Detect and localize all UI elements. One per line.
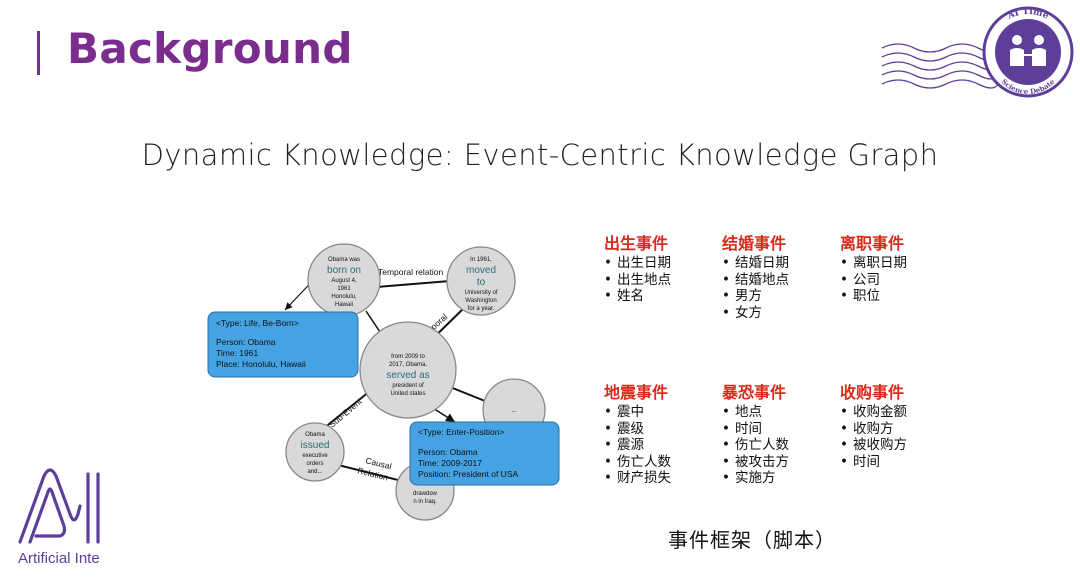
- event-frame-slot: 震级: [604, 421, 671, 438]
- logo-wave-lines: [881, 43, 999, 89]
- ai-logo-mark: [18, 468, 100, 544]
- event-frame-title: 结婚事件: [722, 234, 787, 253]
- svg-text:AI Time: AI Time: [1005, 7, 1050, 22]
- node-issued-line4: orders: [306, 461, 323, 467]
- event-frame-slot: 实施方: [722, 470, 789, 487]
- edge-issued-drawdown: [329, 462, 411, 484]
- event-frame-slot: 伤亡人数: [604, 454, 671, 471]
- event-knowledge-graph: Temporal relation Temporal Sub-Event Cau…: [207, 243, 560, 521]
- node-served-line2: 2017, Obama,: [389, 362, 427, 368]
- box-enter-position: <Type: Enter-Position> Person: Obama Tim…: [409, 421, 560, 486]
- node-issued-line5: and...: [307, 469, 322, 475]
- edge-label-sub-event: Sub-Event: [327, 396, 364, 430]
- event-frame-slot: 被攻击方: [722, 454, 789, 471]
- node-born-line1: Obama was: [328, 257, 360, 263]
- event-frame-title: 暴恐事件: [722, 383, 787, 402]
- box-enter-position-position: Position: President of USA: [418, 469, 518, 479]
- node-served-line4: president of: [392, 383, 424, 389]
- node-moved-line1: In 1961,: [470, 257, 492, 263]
- event-frame-slot: 伤亡人数: [722, 437, 789, 454]
- box-life-born-person: Person: Obama: [216, 337, 276, 347]
- event-frame-acquisition: 收购事件 收购金额 收购方 被收购方 时间: [840, 379, 907, 470]
- event-frame-slot: 地点: [722, 404, 789, 421]
- event-frame-slot: 结婚地点: [722, 272, 789, 289]
- node-born-line5: Honolulu,: [331, 294, 357, 300]
- event-frame-marriage: 结婚事件 结婚日期 结婚地点 男方 女方: [722, 230, 789, 321]
- event-frame-caption: 事件框架（脚本）: [668, 528, 836, 552]
- node-issued-line2: issued: [301, 440, 330, 451]
- node-issued-line3: executive: [302, 453, 328, 459]
- event-frame-slot: 出生地点: [604, 272, 671, 289]
- artificial-intelligence-logo: Artificial Inte: [14, 462, 114, 578]
- event-frame-slot: 时间: [840, 454, 907, 471]
- node-born-line6: Hawaii: [335, 302, 353, 308]
- box-enter-position-time: Time: 2009-2017: [418, 458, 482, 468]
- node-moved-line2: moved: [466, 265, 496, 276]
- event-frame-slot: 离职日期: [840, 255, 907, 272]
- node-moved-line5: Washington: [465, 298, 496, 304]
- box-life-born: <Type: Life, Be-Born> Person: Obama Time…: [207, 311, 359, 378]
- event-frame-slot: 收购金额: [840, 404, 907, 421]
- event-frame-slot: 被收购方: [840, 437, 907, 454]
- title-accent-bar: [37, 31, 40, 75]
- event-frame-slot: 女方: [722, 305, 789, 322]
- node-moved: [446, 246, 516, 316]
- logo-inner-ring: [995, 19, 1061, 85]
- box-life-born-type: <Type: Life, Be-Born>: [216, 318, 299, 328]
- event-frame-slot: 财产损失: [604, 470, 671, 487]
- node-born-line2: born on: [327, 265, 361, 276]
- event-frame-slot: 时间: [722, 421, 789, 438]
- event-frame-slot: 男方: [722, 288, 789, 305]
- node-drawdown-line2: n in Iraq.: [413, 499, 437, 505]
- event-frame-title: 离职事件: [840, 234, 905, 253]
- slide-subtitle: Dynamic Knowledge: Event-Centric Knowled…: [141, 138, 939, 172]
- node-moved-line6: for a year.: [468, 306, 495, 312]
- node-served: [359, 321, 457, 419]
- event-frame-slot: 职位: [840, 288, 907, 305]
- node-served-line3: served as: [386, 370, 429, 381]
- event-frame-slot: 结婚日期: [722, 255, 789, 272]
- edge-born-moved: [376, 280, 451, 288]
- node-issued: [285, 422, 345, 482]
- event-frame-slot: 姓名: [604, 288, 671, 305]
- event-frame-title: 地震事件: [604, 383, 669, 402]
- node-moved-line3: to: [477, 277, 486, 288]
- box-life-born-time: Time: 1961: [216, 348, 258, 358]
- event-frame-birth: 出生事件 出生日期 出生地点 姓名: [604, 230, 671, 305]
- node-drawdown-line1: drawdow: [413, 491, 438, 497]
- slide-title: Background: [67, 24, 353, 73]
- event-frame-terror: 暴恐事件 地点 时间 伤亡人数 被攻击方 实施方: [722, 379, 789, 487]
- edge-label-temporal-relation: Temporal relation: [378, 267, 443, 277]
- node-right-label: ...: [511, 408, 516, 414]
- node-served-line5: United states: [390, 391, 425, 397]
- event-frame-slot: 出生日期: [604, 255, 671, 272]
- node-moved-line4: University of: [464, 290, 497, 296]
- logo-ring-text-top: AI Time: [1005, 7, 1050, 22]
- node-issued-line1: Obama: [305, 432, 325, 438]
- event-frame-slot: 震中: [604, 404, 671, 421]
- event-frame-slot: 收购方: [840, 421, 907, 438]
- box-enter-position-type: <Type: Enter-Position>: [418, 427, 505, 437]
- box-enter-position-person: Person: Obama: [418, 447, 478, 457]
- event-frame-slot: 震源: [604, 437, 671, 454]
- node-born-line3: August 4,: [331, 278, 357, 284]
- event-frame-resignation: 离职事件 离职日期 公司 职位: [840, 230, 907, 305]
- logo-people-icon: [1010, 35, 1046, 66]
- event-frame-earthquake: 地震事件 震中 震级 震源 伤亡人数 财产损失: [604, 379, 671, 487]
- ai-time-logo: AI Time Science Debate: [881, 6, 1074, 98]
- logo-text: Artificial Inte: [18, 550, 100, 567]
- event-frame-title: 收购事件: [840, 383, 905, 402]
- event-frame-title: 出生事件: [604, 234, 669, 253]
- event-frame-slot: 公司: [840, 272, 907, 289]
- node-born-line4: 1961: [337, 286, 351, 292]
- node-served-line1: from 2009 to: [391, 354, 425, 360]
- box-life-born-place: Place: Honolulu, Hawaii: [216, 359, 306, 369]
